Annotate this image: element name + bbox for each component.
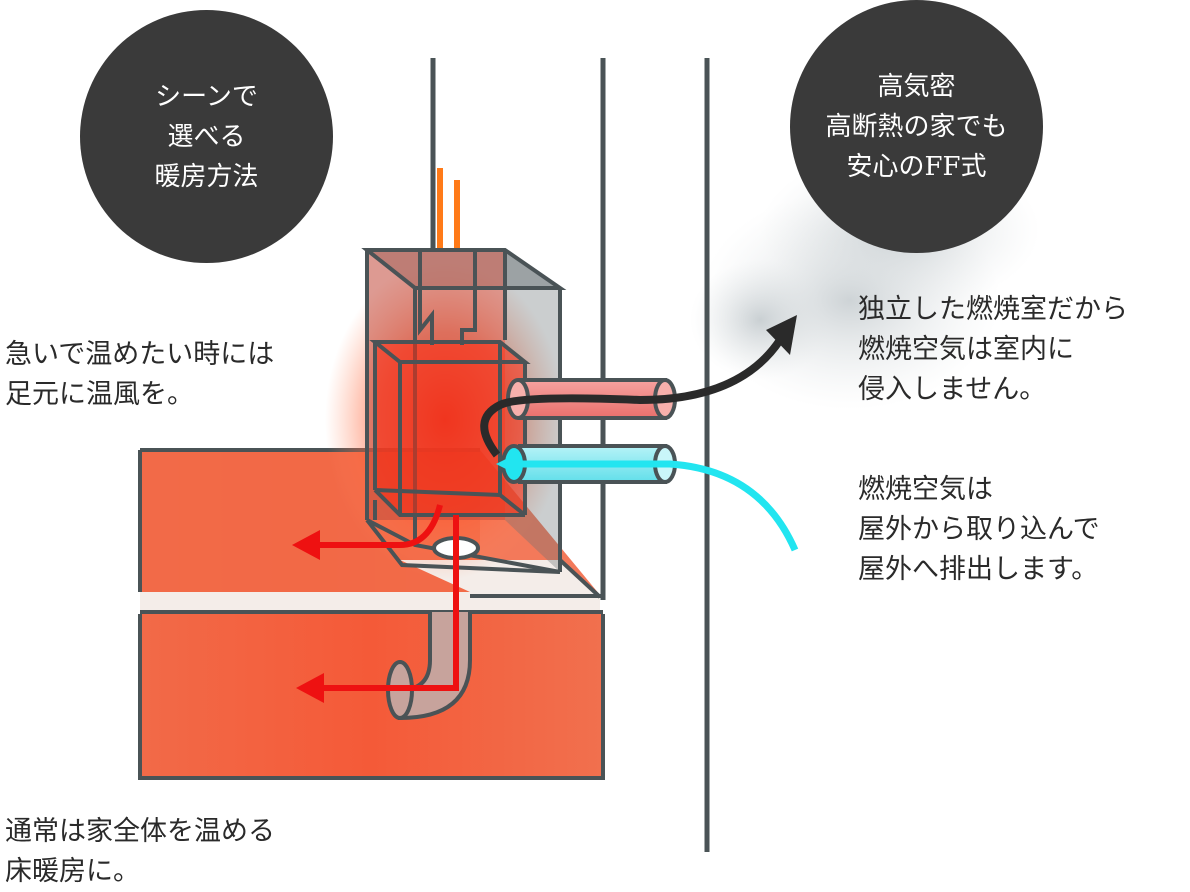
note-exhaust: 独立した燃焼室だから 燃焼空気は室内に 侵入しません。	[858, 290, 1128, 410]
badge-ff-type-line-3: 安心のFF式	[846, 151, 987, 182]
wall-lines	[430, 58, 710, 852]
note-floor-heat-line-1: 通常は家全体を温める	[5, 816, 275, 847]
note-intake: 燃焼空気は 屋外から取り込んで 屋外へ排出します。	[858, 470, 1100, 590]
badge-ff-type-line-1: 高気密	[877, 71, 956, 102]
intake-arrow	[496, 452, 799, 552]
note-quick-heat-line-2: 足元に温風を。	[5, 379, 194, 410]
note-exhaust-line-2: 燃焼空気は室内に	[858, 334, 1074, 365]
flue-lines	[437, 168, 460, 250]
note-floor-heat-line-2: 床暖房に。	[5, 856, 140, 887]
badge-heating-choice-line-1: シーンで	[155, 81, 258, 112]
badge-heating-choice-line-2: 選べる	[167, 121, 246, 152]
note-exhaust-line-3: 侵入しません。	[858, 374, 1047, 405]
note-intake-line-2: 屋外から取り込んで	[858, 514, 1100, 545]
floor-slab	[140, 558, 603, 614]
badge-ff-type: 高気密 高断熱の家でも 安心のFF式	[790, 0, 1043, 253]
note-exhaust-line-1: 独立した燃焼室だから	[858, 294, 1128, 325]
note-quick-heat: 急いで温めたい時には 足元に温風を。	[5, 335, 274, 415]
badge-heating-choice-line-3: 暖房方法	[154, 161, 259, 192]
exhaust-arrow	[480, 315, 797, 458]
badge-ff-type-line-2: 高断熱の家でも	[825, 111, 1008, 142]
ff-heater-unit	[361, 248, 567, 574]
note-quick-heat-line-1: 急いで温めたい時には	[5, 339, 275, 370]
floor-heat-arrow	[296, 515, 459, 703]
floor-heating-block	[138, 614, 605, 780]
note-intake-line-3: 屋外へ排出します。	[858, 554, 1099, 585]
note-floor-heat: 通常は家全体を温める 床暖房に。	[5, 812, 275, 892]
badge-heating-choice: シーンで 選べる 暖房方法	[80, 10, 333, 263]
note-intake-line-1: 燃焼空気は	[858, 474, 993, 505]
warm-air-arrow	[292, 504, 443, 560]
